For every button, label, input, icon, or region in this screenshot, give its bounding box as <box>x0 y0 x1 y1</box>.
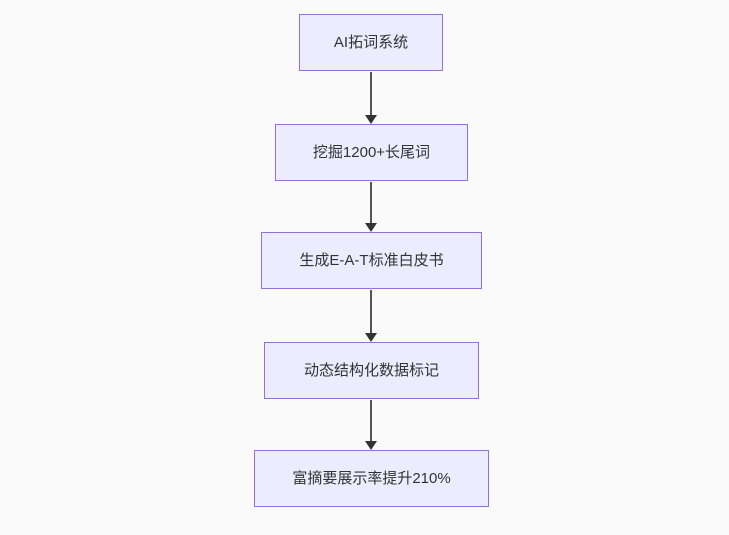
flow-node-label: 生成E-A-T标准白皮书 <box>299 251 444 269</box>
arrow-down-icon <box>365 223 377 232</box>
flow-arrow-4 <box>364 400 378 450</box>
flow-node-label: 富摘要展示率提升210% <box>292 469 451 487</box>
arrow-line <box>370 72 372 117</box>
flow-node-ai-keyword-system: AI拓词系统 <box>299 14 443 71</box>
flow-arrow-3 <box>364 290 378 342</box>
arrow-down-icon <box>365 333 377 342</box>
flow-node-structured-data: 动态结构化数据标记 <box>264 342 479 399</box>
arrow-down-icon <box>365 115 377 124</box>
arrow-line <box>370 400 372 443</box>
flow-node-label: AI拓词系统 <box>333 33 409 51</box>
arrow-line <box>370 182 372 225</box>
flow-arrow-1 <box>364 72 378 124</box>
flow-node-rich-snippet-result: 富摘要展示率提升210% <box>254 450 489 507</box>
arrow-line <box>370 290 372 335</box>
arrow-down-icon <box>365 441 377 450</box>
flow-arrow-2 <box>364 182 378 232</box>
flow-node-longtail-mining: 挖掘1200+长尾词 <box>275 124 468 181</box>
flow-node-label: 挖掘1200+长尾词 <box>312 143 431 161</box>
flow-node-label: 动态结构化数据标记 <box>303 361 439 379</box>
flow-node-eat-whitepaper: 生成E-A-T标准白皮书 <box>261 232 482 289</box>
